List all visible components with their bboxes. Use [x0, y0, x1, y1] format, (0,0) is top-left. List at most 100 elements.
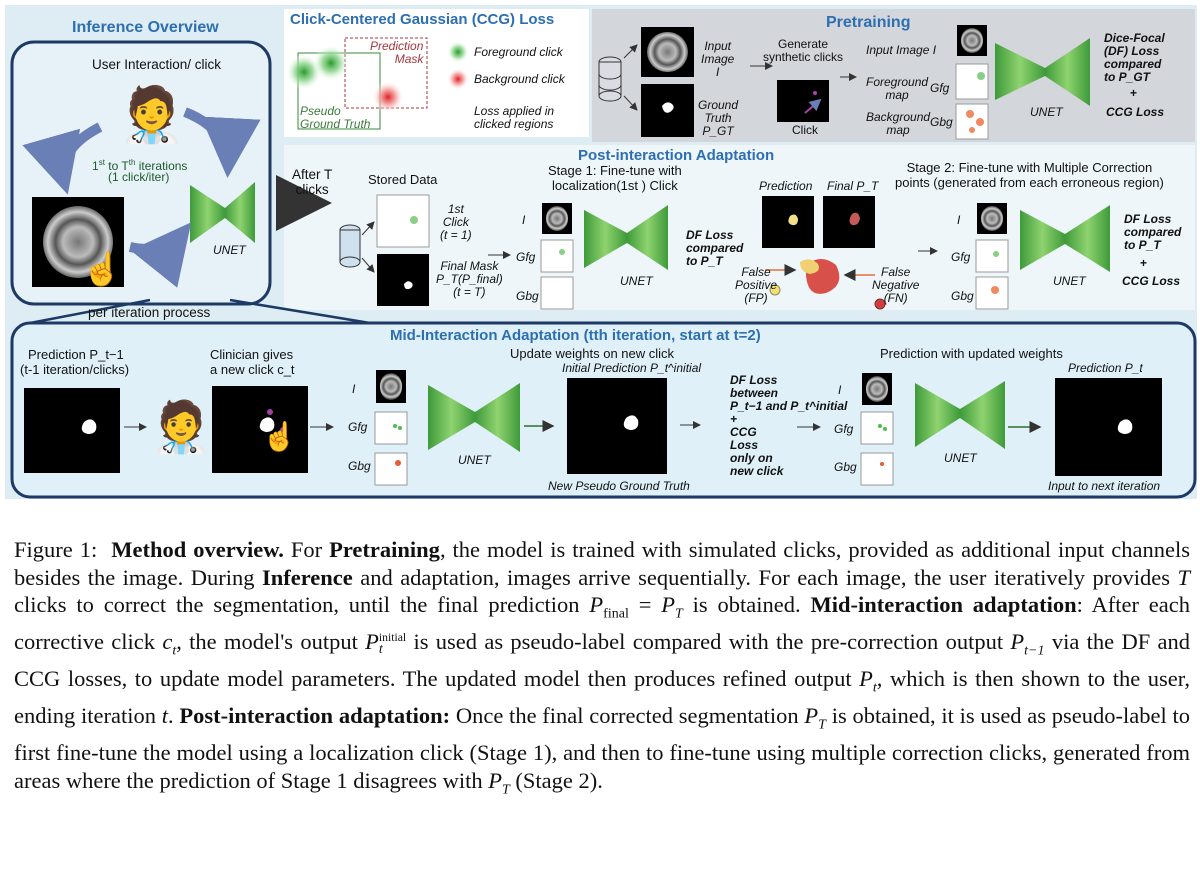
input-image-label: Input Image I — [701, 39, 735, 79]
caption-text: Once the final corrected segmentation — [455, 703, 799, 728]
stored-data-label: Stored Data — [368, 172, 438, 187]
unet-label-stage2: UNET — [1053, 274, 1086, 288]
caption-math: = — [638, 592, 652, 617]
database-icon — [598, 56, 622, 102]
input-image-i-label: Input Image I — [866, 43, 937, 57]
clinician-label: Clinician gives a new click c_t — [210, 347, 295, 377]
df-loss-label-pretrain: Dice-Focal (DF) Loss compared to P_GT — [1104, 31, 1165, 84]
plus-pretrain: + — [1130, 86, 1138, 100]
caption-text: is obtained. — [692, 592, 801, 617]
gbg-label-stage2: Gbg — [951, 289, 974, 303]
brain-thumb-stage2 — [977, 203, 1007, 234]
one-click-label: (1 click/iter) — [108, 170, 170, 184]
prediction-prev-label: Prediction P_t−1 — [28, 347, 124, 362]
caption-math: P — [804, 703, 819, 728]
i-label-stage2: I — [957, 213, 961, 227]
gbg-label-mid1: Gbg — [348, 459, 371, 473]
unet-label-mid2: UNET — [944, 451, 977, 465]
gfg-label-stage2: Gfg — [951, 250, 971, 264]
caption-text: and adaptation, images arrive sequential… — [360, 564, 1171, 590]
unet-label-pretrain: UNET — [1030, 105, 1063, 119]
ccg-loss-label-pretrain: CCG Loss — [1106, 105, 1165, 119]
caption-text: For — [290, 537, 323, 562]
caption-text: , which is then shown to the user, endin… — [14, 666, 1190, 728]
caption-math-sub: T — [501, 782, 510, 797]
caption-math-sub: T — [675, 606, 683, 622]
caption-text: is used as pseudo-label compared with th… — [413, 629, 1004, 654]
post-interaction-title: Post-interaction Adaptation — [578, 147, 775, 164]
foreground-map-label: Foreground map — [866, 75, 929, 102]
caption-text: : After each corrective click — [14, 592, 1190, 654]
i-label-mid2: I — [838, 383, 842, 397]
gbg-label-pretrain: Gbg — [930, 115, 953, 129]
caption-math: c — [162, 629, 173, 654]
caption-text: . — [167, 703, 174, 728]
caption-text: clicks to correct the segmentation, unti… — [14, 592, 580, 617]
ccg-title: Click-Centered Gaussian (CCG) Loss — [290, 11, 555, 28]
unet-pretrain-left — [995, 43, 1045, 100]
ccg-loss-label-stage2: CCG Loss — [1122, 274, 1181, 288]
unet-label-stage1: UNET — [620, 274, 653, 288]
figure-caption: Figure 1: Method overview. For Pretraini… — [14, 536, 1190, 804]
caption-math: P — [1010, 629, 1025, 654]
stage1-label: Stage 1: Fine-tune with localization(1st… — [548, 163, 682, 193]
i-label-mid1: I — [352, 382, 356, 396]
caption-math-sup: initial — [378, 630, 407, 644]
brain-image-inference — [32, 197, 124, 287]
caption-pretraining: Pretraining — [329, 537, 440, 562]
prediction-pt-label: Prediction P_t — [1068, 361, 1143, 375]
hand-cursor-icon-mid: ☝ — [262, 421, 297, 452]
first-click-label: 1st Click (t = 1) — [440, 202, 472, 242]
hand-cursor-icon: ☝ — [82, 251, 122, 287]
brain-image-pretrain — [641, 27, 694, 77]
prev-iter-label: (t-1 iteration/clicks) — [20, 362, 130, 377]
caption-math: P — [661, 592, 675, 617]
caption-math: P — [589, 592, 604, 617]
caption-figure-label: Figure 1: — [14, 537, 98, 562]
caption-text: , the model's output — [176, 629, 358, 654]
inference-title: Inference Overview — [72, 19, 219, 36]
final-mask-label: Final Mask P_T(P_final) (t = T) — [436, 259, 503, 299]
caption-inference: Inference — [261, 564, 353, 590]
false-positive-label: False Positive (FP) — [735, 265, 778, 305]
input-next-label: Input to next iteration — [1048, 479, 1161, 493]
gfg-label-mid1: Gfg — [348, 420, 368, 434]
per-iteration-label: per iteration process — [88, 305, 211, 320]
gbg-label-mid2: Gbg — [834, 460, 857, 474]
doctor-icon: 🧑‍⚕️ — [118, 85, 186, 145]
df-loss-label-stage2: DF Loss compared to P_T — [1124, 212, 1182, 252]
after-t-clicks-label: After T clicks — [292, 167, 333, 197]
caption-math: t — [161, 703, 168, 728]
stage2-label: Stage 2: Fine-tune with Multiple Correct… — [895, 160, 1164, 190]
caption-text: (Stage 2). — [515, 767, 603, 793]
click-label: Click — [792, 123, 818, 137]
caption-math-sub: t−1 — [1024, 643, 1045, 659]
final-pt-label: Final P_T — [827, 179, 879, 193]
caption-math-sub: T — [818, 717, 826, 733]
brain-thumb-mid1 — [376, 370, 406, 403]
mid-interaction-title: Mid-Interaction Adaptation (tth iteratio… — [390, 327, 761, 344]
caption-math: T — [1177, 564, 1191, 590]
caption-text: , the model is trained with simulated cl… — [14, 537, 1191, 590]
foreground-click-label: Foreground click — [474, 45, 563, 59]
caption-method-overview: Method overview. — [111, 537, 284, 562]
brain-thumb-pretrain — [957, 25, 987, 56]
brain-thumb-stage1 — [542, 203, 572, 234]
caption-math: P — [365, 629, 379, 654]
plus-stage2: + — [1140, 256, 1148, 270]
i-label-stage1: I — [522, 213, 526, 227]
initial-prediction-label: Initial Prediction P_t^initial — [562, 361, 702, 375]
update-weights-label: Update weights on new click — [510, 346, 675, 361]
background-map-label: Background map — [866, 110, 931, 137]
unet-label-mid1: UNET — [458, 453, 491, 467]
background-click-label: Background click — [474, 72, 565, 86]
generate-clicks-label: Generate synthetic clicks — [763, 37, 844, 64]
gfg-label-stage1: Gfg — [516, 250, 536, 264]
caption-text: is obtained, it is used as pseudo-label … — [14, 703, 1191, 793]
prediction-updated-label: Prediction with updated weights — [880, 346, 1063, 361]
caption-math: P — [859, 666, 873, 691]
df-loss-label-mid: DF Loss between P_t−1 and P_t^initial + … — [730, 373, 848, 478]
unet-label-inference: UNET — [213, 243, 246, 257]
prediction-mask-label: Prediction Mask — [370, 39, 424, 66]
false-negative-label: False Negative (FN) — [872, 265, 920, 305]
